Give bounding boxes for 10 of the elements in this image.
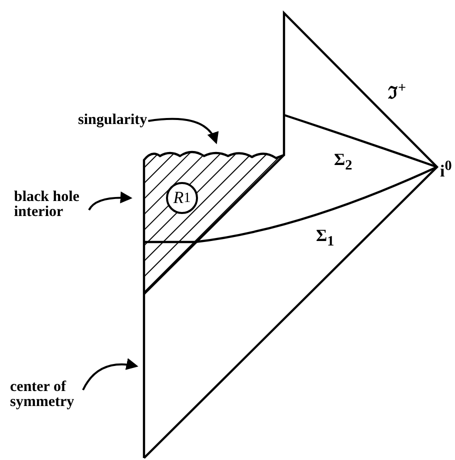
surface-label: Σ$_{2}$ xyxy=(334,150,352,174)
callout-text: center of symmetry xyxy=(10,380,82,410)
callout-text: black hole interior xyxy=(14,190,88,220)
leader-arrow xyxy=(148,118,218,144)
leader-arrow xyxy=(82,358,138,390)
point-label: i$^{0}$ xyxy=(440,158,452,182)
callout-text: singularity xyxy=(78,113,148,128)
surface-label: Σ$_{1}$ xyxy=(316,226,334,250)
leader-arrow xyxy=(88,192,132,211)
boundary-label: ℑ$^{+}$ xyxy=(388,80,406,104)
